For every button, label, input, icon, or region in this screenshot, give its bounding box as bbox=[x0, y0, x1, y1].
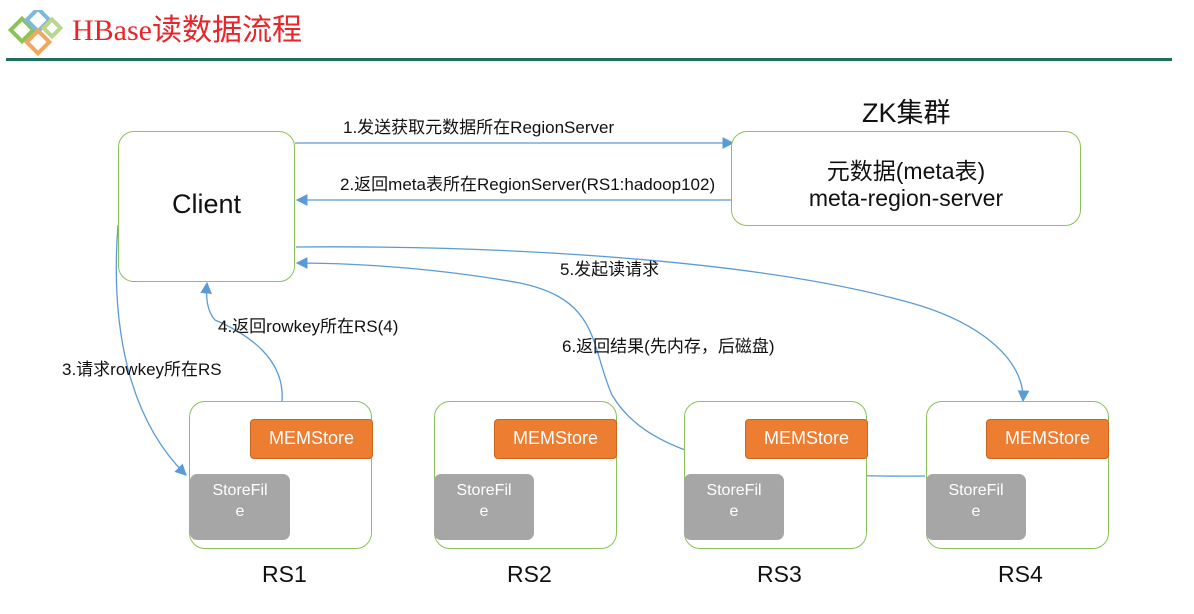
step2-label: 2.返回meta表所在RegionServer(RS1:hadoop102) bbox=[340, 175, 716, 194]
step1-label: 1.发送获取元数据所在RegionServer bbox=[343, 118, 615, 137]
storefile-label-line1: StoreFil bbox=[948, 482, 1004, 499]
step6-label: 6.返回结果(先内存，后磁盘) bbox=[562, 337, 775, 356]
region-server-label: RS1 bbox=[262, 561, 307, 587]
memstore-block: MEMStore bbox=[745, 419, 868, 459]
meta-region-server-label: meta-region-server bbox=[808, 185, 1004, 211]
step3-label: 3.请求rowkey所在RS bbox=[62, 360, 222, 379]
header-divider bbox=[6, 58, 1172, 61]
storefile-block: StoreFil e bbox=[190, 474, 290, 540]
storefile-label-line2: e bbox=[971, 503, 981, 520]
storefile-block: StoreFil e bbox=[926, 474, 1026, 540]
client-label: Client bbox=[172, 189, 242, 219]
storefile-label-line1: StoreFil bbox=[212, 482, 268, 499]
storefile-block: StoreFil e bbox=[684, 474, 784, 540]
storefile-block: StoreFil e bbox=[434, 474, 534, 540]
region-server-label: RS2 bbox=[507, 561, 552, 587]
step5-label: 5.发起读请求 bbox=[560, 260, 660, 279]
client-box: Client bbox=[118, 131, 295, 282]
storefile-label-line2: e bbox=[729, 503, 739, 520]
arrow-step5 bbox=[295, 246, 1030, 403]
memstore-block: MEMStore bbox=[250, 419, 373, 459]
region-server-label: RS4 bbox=[998, 561, 1043, 587]
memstore-block: MEMStore bbox=[494, 419, 617, 459]
step4-label: 4.返回rowkey所在RS(4) bbox=[218, 317, 399, 336]
page-title: HBase读数据流程 bbox=[72, 14, 302, 47]
zk-meta-box: 元数据(meta表) meta-region-server bbox=[731, 131, 1081, 226]
region-server-label: RS3 bbox=[757, 561, 802, 587]
storefile-label-line1: StoreFil bbox=[706, 482, 762, 499]
memstore-block: MEMStore bbox=[986, 419, 1109, 459]
arrow-step4 bbox=[200, 281, 283, 402]
logo-icon bbox=[7, 10, 64, 57]
storefile-label-line2: e bbox=[235, 503, 245, 520]
meta-table-label: 元数据(meta表) bbox=[826, 158, 986, 184]
zk-cluster-title: ZK集群 bbox=[862, 98, 951, 128]
storefile-label-line1: StoreFil bbox=[456, 482, 512, 499]
storefile-label-line2: e bbox=[479, 503, 489, 520]
arrow-step3 bbox=[115, 224, 187, 476]
